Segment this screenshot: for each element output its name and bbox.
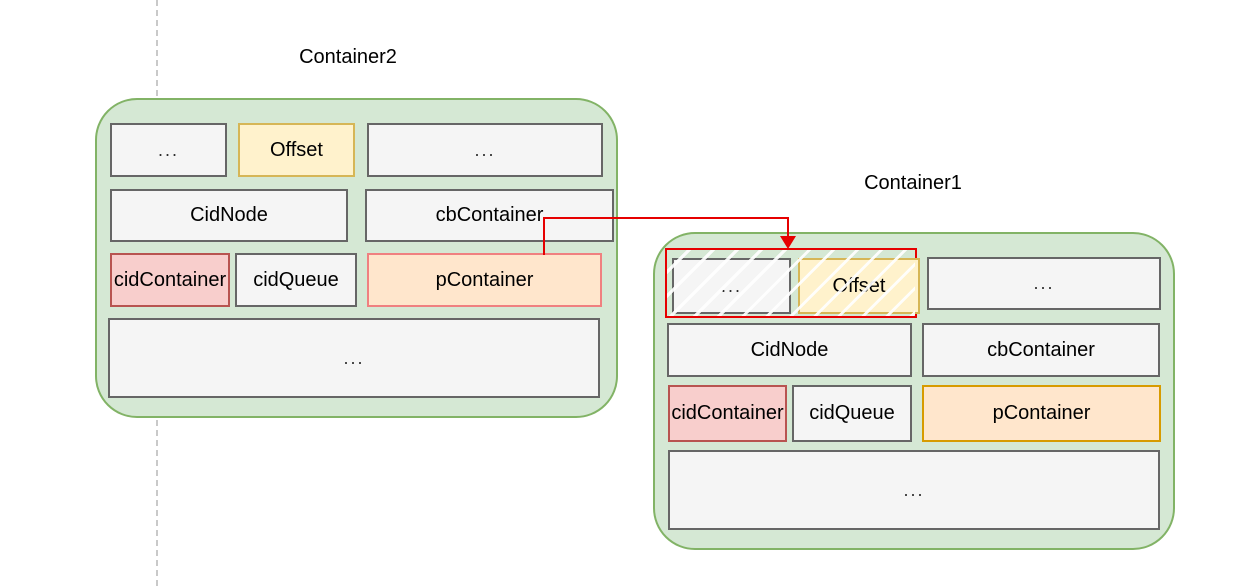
container2-cidqueue-box: cidQueue	[235, 253, 357, 307]
container1-ellipsis-2: ...	[927, 257, 1161, 310]
connector-segment-horizontal	[543, 217, 789, 219]
container2-pcontainer-box: pContainer	[367, 253, 602, 307]
connector-arrowhead-icon	[780, 236, 796, 249]
container1-highlight-group: ... Offset	[665, 248, 920, 318]
container1-ellipsis-1: ...	[672, 258, 791, 314]
container2-ellipsis-1: ...	[110, 123, 227, 177]
container2-title: Container2	[299, 46, 397, 68]
container1-title: Container1	[864, 172, 962, 194]
container1-cidcontainer-box: cidContainer	[668, 385, 787, 442]
container1-cbcontainer-box: cbContainer	[922, 323, 1160, 377]
connector-segment-vertical-start	[543, 218, 545, 255]
container2-offset-box: Offset	[238, 123, 355, 177]
container2-ellipsis-bottom: ...	[108, 318, 600, 398]
container2-cidnode-box: CidNode	[110, 189, 348, 242]
container2-cidcontainer-box: cidContainer	[110, 253, 230, 307]
connector-segment-vertical-end	[787, 217, 789, 238]
container1-cidqueue-box: cidQueue	[792, 385, 912, 442]
container1-offset-box: Offset	[798, 258, 920, 314]
container1-cidnode-box: CidNode	[667, 323, 912, 377]
container2-cbcontainer-box: cbContainer	[365, 189, 614, 242]
container1-ellipsis-bottom: ...	[668, 450, 1160, 530]
container2-ellipsis-2: ...	[367, 123, 603, 177]
container1-pcontainer-box: pContainer	[922, 385, 1161, 442]
